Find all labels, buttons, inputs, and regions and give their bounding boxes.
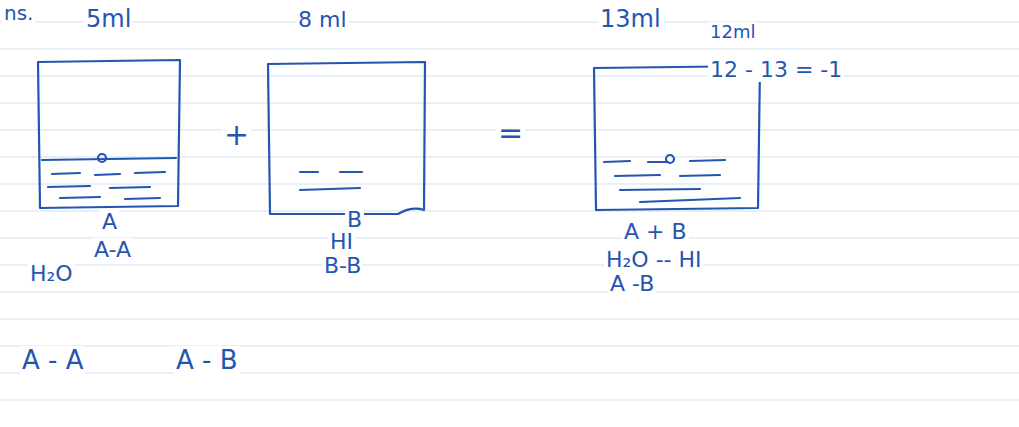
handwritten-note: 5ml [84,6,133,32]
beaker [594,66,760,210]
handwritten-note: A-A [92,238,133,262]
liquid [604,155,740,202]
handwritten-note: H₂O -- HI [604,248,704,272]
handwritten-note: HI [328,230,355,254]
beaker [268,62,425,214]
handwritten-note: 8 ml [296,8,349,32]
handwritten-note: A - B [174,346,240,375]
liquid [300,172,362,190]
ruled-lines [0,22,1019,400]
beaker [38,60,180,208]
handwritten-note: 12ml [708,22,757,42]
handwritten-note: H₂O [28,262,75,286]
handwritten-note: A - A [20,346,85,375]
handwritten-note: A -B [608,272,656,296]
liquid [42,154,176,199]
handwritten-note: A [100,210,119,234]
handwritten-note: + [222,118,251,151]
handwritten-note: A + B [622,220,689,244]
handwritten-note: = [496,116,525,149]
handwritten-note: 12 - 13 = -1 [708,58,844,82]
handwritten-note: 13ml [598,6,663,32]
handwritten-note: B [345,208,364,232]
handwritten-note: B-B [322,254,363,278]
handwritten-note: ns. [2,2,35,24]
